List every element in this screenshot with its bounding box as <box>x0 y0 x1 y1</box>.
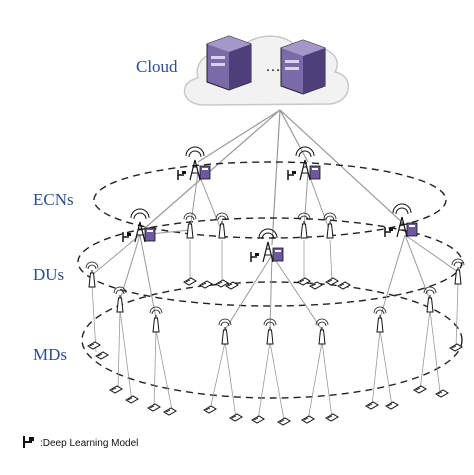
legend-label: :Deep Learning Model <box>40 438 139 449</box>
md-tier-label: MDs <box>33 345 68 364</box>
ecn-node <box>250 228 284 263</box>
cloud-links <box>144 109 406 246</box>
md-tier-ellipse <box>81 281 463 399</box>
ecn-tier-label: ECNs <box>33 190 74 209</box>
server-ellipsis: … <box>265 58 281 75</box>
ecn-node <box>384 203 418 238</box>
du-node <box>183 212 197 239</box>
du-md-links <box>91 239 459 421</box>
du-node <box>149 306 163 333</box>
du-tier-label: DUs <box>33 265 65 284</box>
deep-learning-model-icon <box>23 436 34 448</box>
cloud-label: Cloud <box>136 57 178 76</box>
du-node <box>85 261 99 288</box>
du-node <box>373 306 387 333</box>
du-node <box>323 212 337 239</box>
cloud-server-left <box>206 35 252 91</box>
du-node <box>297 212 311 239</box>
du-node <box>215 212 229 239</box>
ecn-node <box>177 146 211 181</box>
du-tier-ellipse <box>77 217 463 307</box>
du-node <box>423 286 437 313</box>
cloud-server-right <box>280 39 326 95</box>
md-devices <box>87 277 463 426</box>
du-node <box>315 318 329 345</box>
ecn-tier-ellipse <box>93 161 447 239</box>
